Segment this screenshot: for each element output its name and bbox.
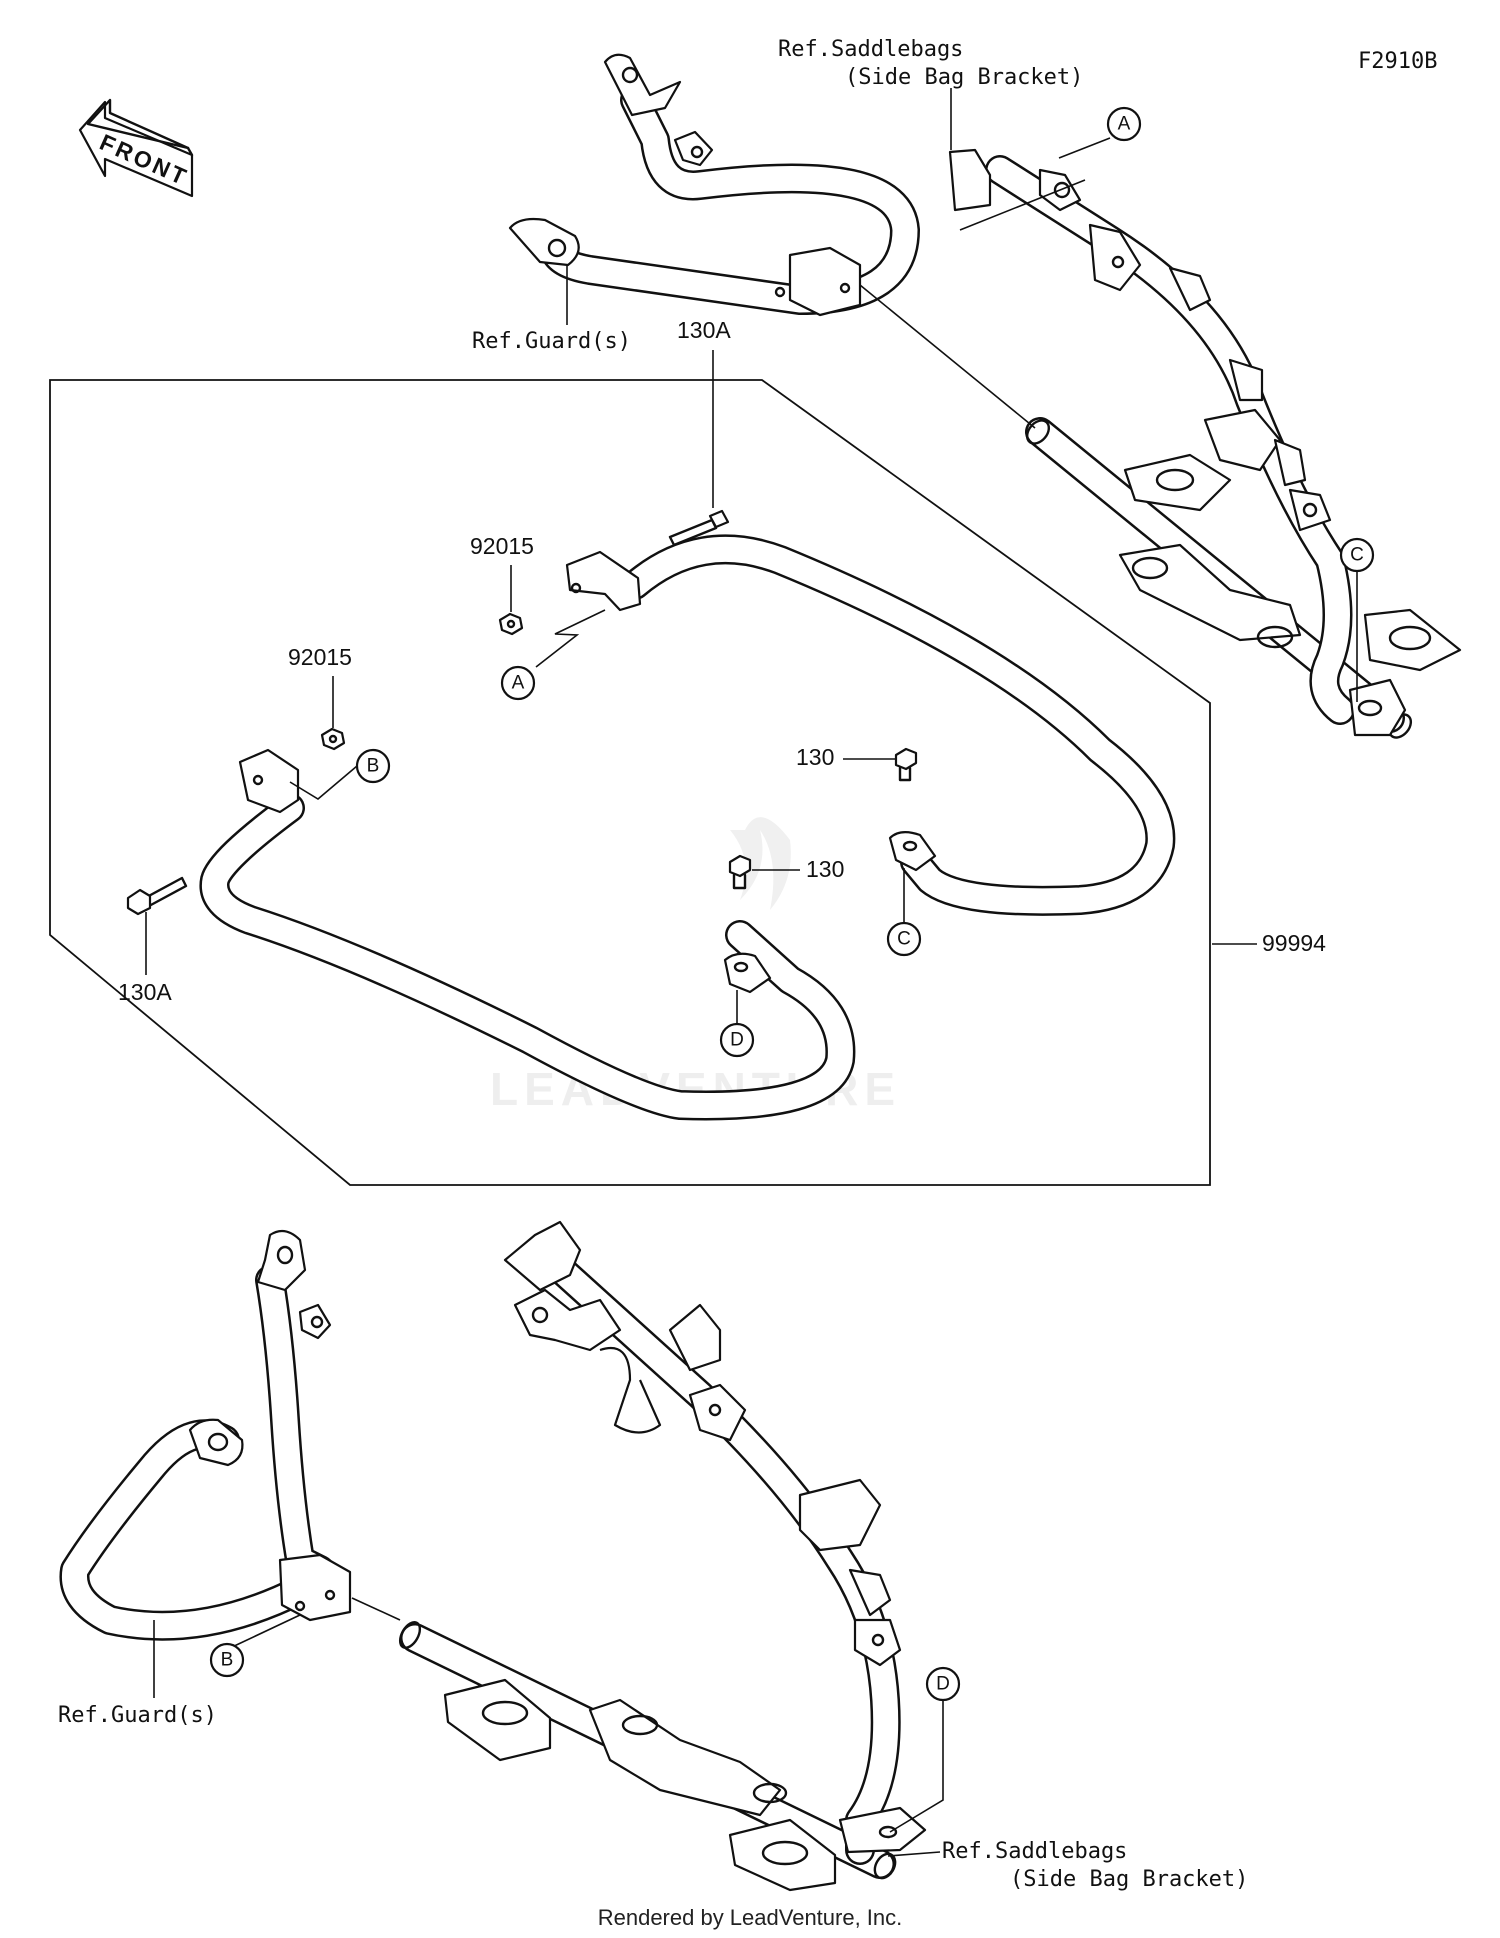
- svg-text:Ref.Guard(s): Ref.Guard(s): [58, 1703, 217, 1728]
- ref-saddlebags-bottom-label: Ref.Saddlebags (Side Bag Bracket): [942, 1839, 1248, 1892]
- bolt-130-right: [894, 747, 918, 782]
- part-130a-top-label: 130A: [677, 317, 731, 343]
- part-92015-upper-label: 92015: [470, 533, 534, 559]
- bolt-130-center: [728, 854, 752, 890]
- part-130a-left-label: 130A: [118, 979, 172, 1005]
- bolt-130a-upper: [668, 509, 730, 547]
- callout-d-bottom: D: [889, 1666, 961, 1833]
- svg-text:(Side Bag Bracket): (Side Bag Bracket): [845, 65, 1083, 90]
- callout-a-kit: A: [500, 609, 606, 701]
- svg-text:A: A: [1118, 114, 1131, 135]
- svg-text:C: C: [897, 929, 911, 950]
- svg-text:Ref.Saddlebags: Ref.Saddlebags: [778, 37, 963, 62]
- svg-text:Ref.Saddlebags: Ref.Saddlebags: [942, 1839, 1127, 1864]
- ref-saddlebags-top-label: Ref.Saddlebags (Side Bag Bracket): [778, 37, 1083, 90]
- ref-guard-bottom-label: Ref.Guard(s): [58, 1703, 217, 1728]
- svg-text:B: B: [221, 1650, 234, 1671]
- nut-92015-upper: [498, 612, 524, 636]
- top-assembly: [508, 53, 1462, 739]
- nut-92015-left: [320, 727, 346, 751]
- callout-c-kit: C: [886, 868, 922, 957]
- callout-b-kit: B: [289, 748, 391, 800]
- svg-text:C: C: [1350, 545, 1364, 566]
- bolt-130a-left: [126, 876, 188, 916]
- svg-text:Ref.Guard(s): Ref.Guard(s): [472, 329, 631, 354]
- svg-text:D: D: [936, 1674, 950, 1695]
- callout-d-kit: D: [719, 990, 755, 1058]
- kit-outline: [49, 379, 1211, 1186]
- footer-credit: Rendered by LeadVenture, Inc.: [598, 1905, 903, 1930]
- svg-text:B: B: [367, 756, 380, 777]
- callout-b-bottom: B: [209, 1614, 301, 1678]
- diagram-code: F2910B: [1358, 49, 1437, 74]
- front-arrow-icon: FRONT: [78, 98, 194, 198]
- guard-bar: [199, 534, 1176, 1121]
- ref-guard-top-label: Ref.Guard(s): [472, 329, 631, 354]
- bottom-assembly: [59, 1220, 927, 1892]
- part-130-right-label: 130: [796, 744, 834, 770]
- part-92015-left-label: 92015: [288, 644, 352, 670]
- callout-c-top: C: [1339, 537, 1375, 702]
- svg-text:D: D: [730, 1030, 744, 1051]
- svg-text:(Side Bag Bracket): (Side Bag Bracket): [1010, 1867, 1248, 1892]
- part-130-center-label: 130: [806, 856, 844, 882]
- callout-a-top: A: [1058, 106, 1142, 159]
- svg-text:A: A: [512, 673, 525, 694]
- kit-99994-label: 99994: [1262, 930, 1326, 956]
